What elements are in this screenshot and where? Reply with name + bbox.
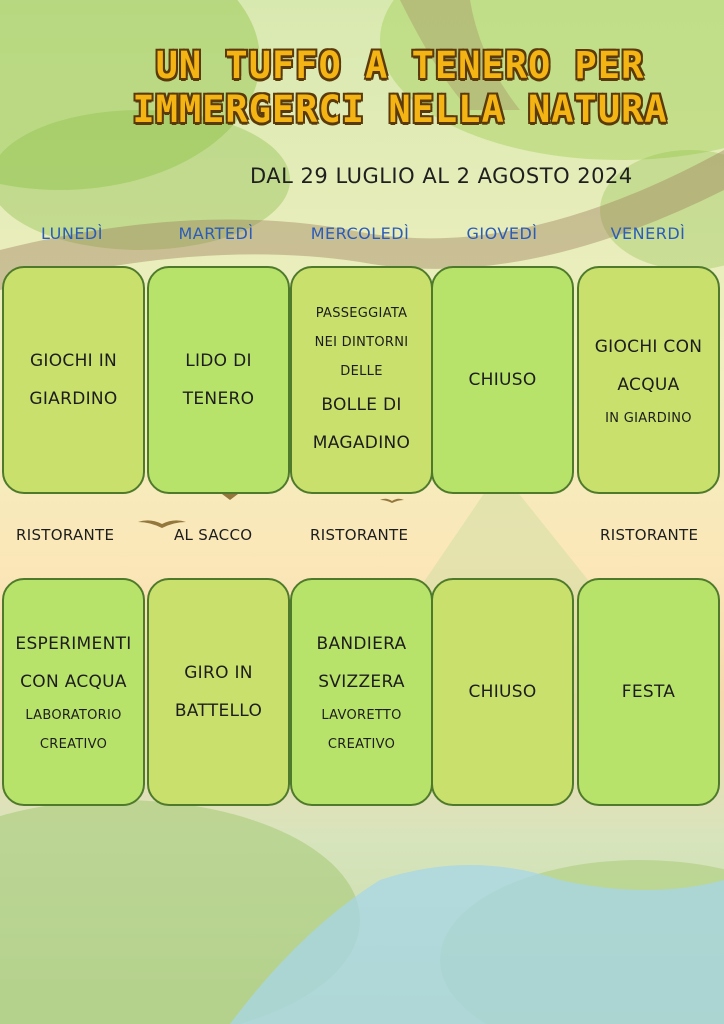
morning-card-wednesday: PASSEGGIATA NEI DINTORNI DELLE BOLLE DI …: [290, 266, 433, 494]
day-label-thursday: GIOVEDÌ: [466, 224, 538, 243]
foliage-top-right: [380, 0, 724, 160]
activity-line: CREATIVO: [327, 737, 396, 752]
activity-line: MAGADINO: [312, 432, 411, 453]
activity-line: SVIZZERA: [318, 672, 405, 692]
foliage-mid-right: [600, 150, 724, 270]
morning-card-friday: GIOCHI CON ACQUA IN GIARDINO: [577, 266, 720, 494]
activity-line: GIRO IN: [184, 663, 253, 683]
activity-line: BATTELLO: [174, 701, 263, 721]
foliage-top-left: [0, 0, 260, 190]
lunch-monday: RISTORANTE: [16, 526, 115, 544]
bird-icon: [222, 494, 238, 500]
morning-card-monday: GIOCHI IN GIARDINO: [2, 266, 145, 494]
day-label-friday: VENERDÌ: [610, 224, 686, 243]
afternoon-card-thursday: CHIUSO: [431, 578, 574, 806]
afternoon-card-tuesday: GIRO IN BATTELLO: [147, 578, 290, 806]
river: [230, 865, 724, 1024]
afternoon-card-friday: FESTA: [577, 578, 720, 806]
title-line-2: IMMERGERCI NELLA NATURA: [132, 88, 668, 131]
bird-icon: [380, 498, 404, 503]
activity-line: IN GIARDINO: [605, 410, 692, 426]
date-range: DAL 29 LUGLIO AL 2 AGOSTO 2024: [250, 164, 633, 188]
day-label-monday: LUNEDÌ: [41, 224, 103, 243]
ground-left: [0, 800, 360, 1024]
tree-branch: [0, 150, 724, 290]
activity-line: CREATIVO: [39, 737, 108, 752]
activity-line: CHIUSO: [468, 370, 537, 390]
afternoon-card-wednesday: BANDIERA SVIZZERA LAVORETTO CREATIVO: [290, 578, 433, 806]
activity-line: GIOCHI IN: [29, 351, 118, 371]
activity-line: CON ACQUA: [20, 672, 127, 692]
lunch-tuesday: AL SACCO: [174, 526, 253, 544]
lunch-wednesday: RISTORANTE: [310, 526, 409, 544]
page-title: UN TUFFO A TENERO PER IMMERGERCI NELLA N…: [90, 44, 710, 132]
lunch-friday: RISTORANTE: [600, 526, 699, 544]
morning-card-thursday: CHIUSO: [431, 266, 574, 494]
activity-line: LIDO DI: [185, 351, 252, 371]
title-line-1: UN TUFFO A TENERO PER: [155, 44, 645, 87]
morning-card-tuesday: LIDO DI TENERO: [147, 266, 290, 494]
activity-line: DELLE: [340, 363, 383, 379]
activity-line: GIOCHI CON: [594, 336, 703, 357]
activity-line: LAVORETTO: [321, 708, 402, 723]
activity-line: BOLLE DI: [321, 394, 402, 415]
foliage-mid-left: [0, 110, 290, 250]
activity-line: GIARDINO: [29, 389, 118, 409]
tree-trunk: [400, 0, 520, 110]
bird-icon: [138, 520, 186, 528]
day-label-tuesday: MARTEDÌ: [178, 224, 254, 243]
day-label-wednesday: MERCOLEDÌ: [310, 224, 410, 243]
activity-line: ACQUA: [617, 374, 680, 395]
activity-line: NEI DINTORNI: [314, 334, 409, 350]
activity-line: PASSEGGIATA: [315, 305, 408, 321]
activity-line: LABORATORIO: [25, 708, 122, 723]
activity-line: FESTA: [621, 682, 676, 702]
activity-line: BANDIERA: [316, 634, 407, 654]
activity-line: CHIUSO: [468, 682, 537, 702]
activity-line: TENERO: [182, 389, 255, 409]
afternoon-card-monday: ESPERIMENTI CON ACQUA LABORATORIO CREATI…: [2, 578, 145, 806]
activity-line: ESPERIMENTI: [15, 634, 132, 654]
